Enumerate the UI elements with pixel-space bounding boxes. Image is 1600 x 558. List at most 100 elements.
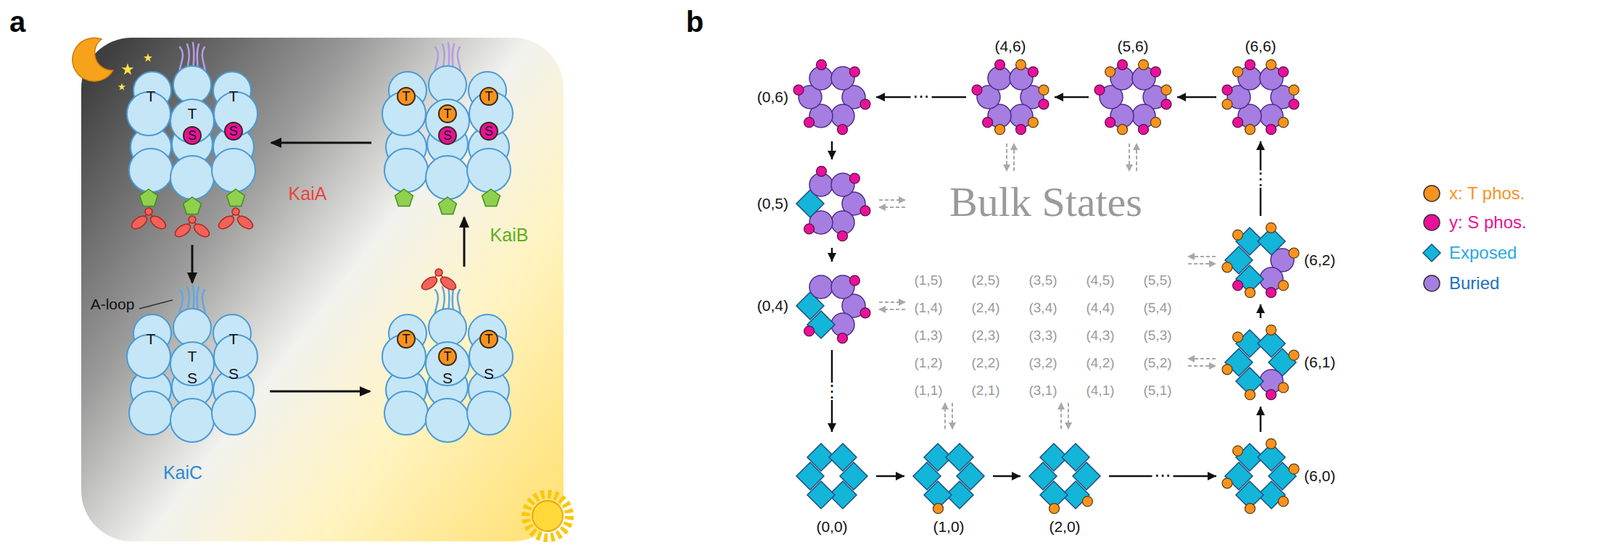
- s-phospho-dot: [860, 205, 871, 217]
- s-phospho-dot: [837, 124, 848, 135]
- bulk-exchange-arrow: [1188, 256, 1216, 258]
- legend-text: y: S phos.: [1449, 212, 1527, 233]
- state-label: (4,3): [1085, 327, 1115, 344]
- kaia-protein: [419, 269, 458, 293]
- state-label: (6,0): [1304, 467, 1336, 486]
- state-label: (4,5): [1085, 272, 1115, 289]
- star: [118, 82, 127, 90]
- residue-label: T: [479, 87, 499, 106]
- s-phospho-dot: [995, 59, 1006, 70]
- residue-label: T: [146, 87, 156, 106]
- residue-label: T: [396, 330, 416, 349]
- bulk-exchange-arrow: [944, 403, 946, 430]
- t-phospho-dot: [1245, 287, 1256, 299]
- s-phospho-dot: [849, 66, 860, 77]
- leader-line: [139, 300, 173, 309]
- kaic-hexamer: [382, 66, 513, 200]
- cycle-arrow: [191, 245, 194, 283]
- t-phospho-dot: [1277, 117, 1289, 128]
- s-phospho-dot: [860, 308, 871, 319]
- state-label: (6,1): [1304, 353, 1336, 372]
- kaib-protein: [227, 189, 246, 207]
- state-label: (3,2): [1028, 355, 1057, 372]
- kaia-protein: [216, 208, 255, 232]
- s-phospho-dot: [1266, 124, 1277, 135]
- s-phospho-dot: [982, 117, 993, 128]
- state-node: (0,6): [789, 55, 874, 140]
- t-phospho-dot: [1277, 280, 1289, 291]
- state-label: (4,4): [1085, 300, 1115, 317]
- s-phospho-dot: [849, 173, 860, 184]
- t-phospho-dot: [1266, 324, 1277, 336]
- sun: [525, 494, 570, 539]
- residue-label: S: [483, 365, 494, 383]
- residue-label: T: [438, 104, 457, 124]
- sun: [532, 501, 563, 532]
- residue-label: S: [228, 365, 239, 383]
- kaic-ring: [1090, 55, 1175, 140]
- legend-swatch: [1421, 212, 1442, 233]
- residue-label: S: [224, 121, 243, 141]
- legend-swatch-shape: [1423, 244, 1441, 262]
- ellipsis-label: ···: [1152, 467, 1174, 486]
- kaic-ring: [1218, 218, 1303, 303]
- kaic-ring: [906, 434, 991, 519]
- cycle-arrow: [271, 142, 372, 145]
- t-phospho-dot: [1222, 262, 1233, 273]
- ellipsis-label: ⋮: [1249, 170, 1272, 188]
- residue-label: S: [187, 369, 198, 388]
- bulk-exchange-arrow: [1005, 143, 1008, 172]
- state-node: (0,4): [789, 264, 874, 349]
- bulk-exchange-arrow: [1188, 263, 1216, 265]
- s-phospho-dot: [837, 231, 848, 242]
- residue-label: S: [479, 121, 499, 141]
- legend-swatch: [1421, 273, 1442, 294]
- state-label: (5,5): [1143, 272, 1172, 289]
- state-label: (5,4): [1143, 300, 1172, 317]
- bulk-exchange-arrow: [1188, 365, 1216, 367]
- state-label: (1,4): [913, 300, 943, 317]
- kaib-protein: [139, 189, 159, 207]
- t-phospho-dot: [1245, 504, 1256, 515]
- bulk-exchange-arrow: [879, 308, 906, 311]
- protein-label: KaiA: [288, 183, 328, 205]
- kaic-hexamer: [126, 66, 258, 200]
- s-phospho-dot: [849, 275, 860, 286]
- t-phospho-dot: [1161, 84, 1172, 96]
- t-phospho-dot: [1266, 222, 1277, 233]
- ellipsis-label: ···: [910, 88, 933, 106]
- state-label: (0,6): [757, 88, 789, 106]
- moon: [72, 37, 114, 82]
- t-phospho-dot: [1049, 504, 1060, 515]
- state-node: (1,0): [906, 434, 991, 519]
- star: [121, 63, 135, 75]
- t-phospho-dot: [1288, 350, 1300, 361]
- bulk-exchange-arrow: [879, 143, 1216, 430]
- s-phospho-dot: [1277, 66, 1289, 77]
- state-label: (0,5): [757, 195, 789, 213]
- bulk-exchange-arrow: [879, 301, 906, 304]
- s-phospho-dot: [1161, 99, 1172, 110]
- kaic-ring: [1218, 320, 1303, 405]
- t-phospho-dot: [1245, 124, 1256, 135]
- state-label: (1,1): [913, 382, 943, 399]
- kaia-protein: [129, 208, 168, 232]
- t-phospho-dot: [1027, 117, 1038, 128]
- legend-text: Exposed: [1449, 242, 1517, 264]
- state-label: (5,3): [1143, 327, 1172, 344]
- state-label: (6,2): [1304, 251, 1336, 270]
- bulk-exchange-arrow: [879, 206, 906, 209]
- t-phospho-dot: [1233, 66, 1244, 77]
- t-phospho-dot: [1288, 464, 1300, 475]
- s-phospho-dot: [1266, 287, 1277, 299]
- t-phospho-dot: [1138, 59, 1149, 70]
- state-label: (1,3): [913, 327, 943, 344]
- t-phospho-dot: [1266, 59, 1277, 70]
- t-phospho-dot: [1150, 117, 1161, 128]
- panel-letter: b: [686, 5, 704, 39]
- kaic-ring: [968, 55, 1053, 140]
- region-label: Bulk States: [949, 178, 1143, 228]
- s-phospho-dot: [804, 117, 815, 128]
- bulk-exchange-arrow: [1188, 358, 1216, 360]
- state-label: (6,6): [1244, 37, 1276, 56]
